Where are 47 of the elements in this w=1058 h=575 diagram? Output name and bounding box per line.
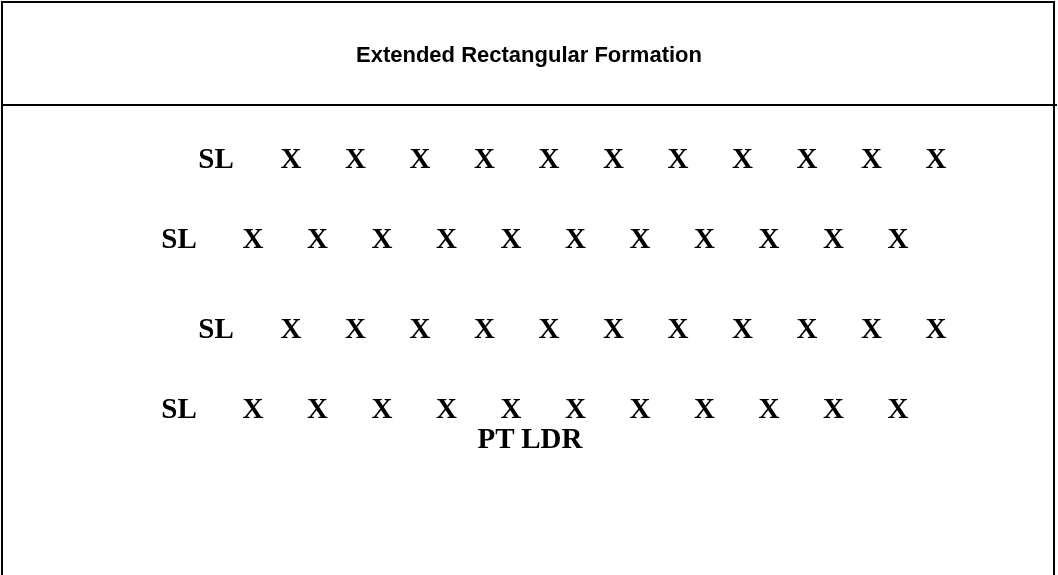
position-marker: X xyxy=(436,391,457,425)
leader-label: SL xyxy=(161,221,197,255)
position-marker: X xyxy=(538,141,560,175)
position-marker: X xyxy=(474,311,495,345)
position-marker: X xyxy=(345,141,366,175)
position-marker: X xyxy=(694,391,715,425)
position-marker: X xyxy=(861,141,882,175)
position-marker: X xyxy=(307,221,328,255)
leader-label: SL xyxy=(198,311,234,345)
position-marker: X xyxy=(925,141,947,175)
position-marker: X xyxy=(925,311,947,345)
position-marker: X xyxy=(307,391,328,425)
position-marker: X xyxy=(538,311,560,345)
position-marker: X xyxy=(732,311,753,345)
title: Extended Rectangular Formation xyxy=(356,42,702,68)
position-marker: X xyxy=(823,391,844,425)
position-marker: X xyxy=(280,141,302,175)
position-marker: X xyxy=(603,311,624,345)
position-marker: X xyxy=(371,221,393,255)
position-marker: X xyxy=(694,221,715,255)
leader-label: SL xyxy=(198,141,234,175)
leader-label: SL xyxy=(161,391,197,425)
position-marker: X xyxy=(796,311,818,345)
position-marker: X xyxy=(280,311,302,345)
position-marker: X xyxy=(500,221,522,255)
position-marker: X xyxy=(603,141,624,175)
position-marker: X xyxy=(796,141,818,175)
position-marker: X xyxy=(474,141,495,175)
position-marker: X xyxy=(436,221,457,255)
position-marker: X xyxy=(887,221,909,255)
position-marker: X xyxy=(887,391,909,425)
position-marker: X xyxy=(345,311,366,345)
position-marker: X xyxy=(823,221,844,255)
position-marker: X xyxy=(732,141,753,175)
position-marker: X xyxy=(565,221,586,255)
position-marker: X xyxy=(242,391,264,425)
position-marker: X xyxy=(629,391,651,425)
position-marker: X xyxy=(667,311,689,345)
position-marker: X xyxy=(409,141,431,175)
position-marker: X xyxy=(629,221,651,255)
position-marker: X xyxy=(667,141,689,175)
position-marker: X xyxy=(861,311,882,345)
position-marker: X xyxy=(409,311,431,345)
position-marker: X xyxy=(242,221,264,255)
position-marker: X xyxy=(371,391,393,425)
position-marker: X xyxy=(758,221,780,255)
position-marker: X xyxy=(758,391,780,425)
